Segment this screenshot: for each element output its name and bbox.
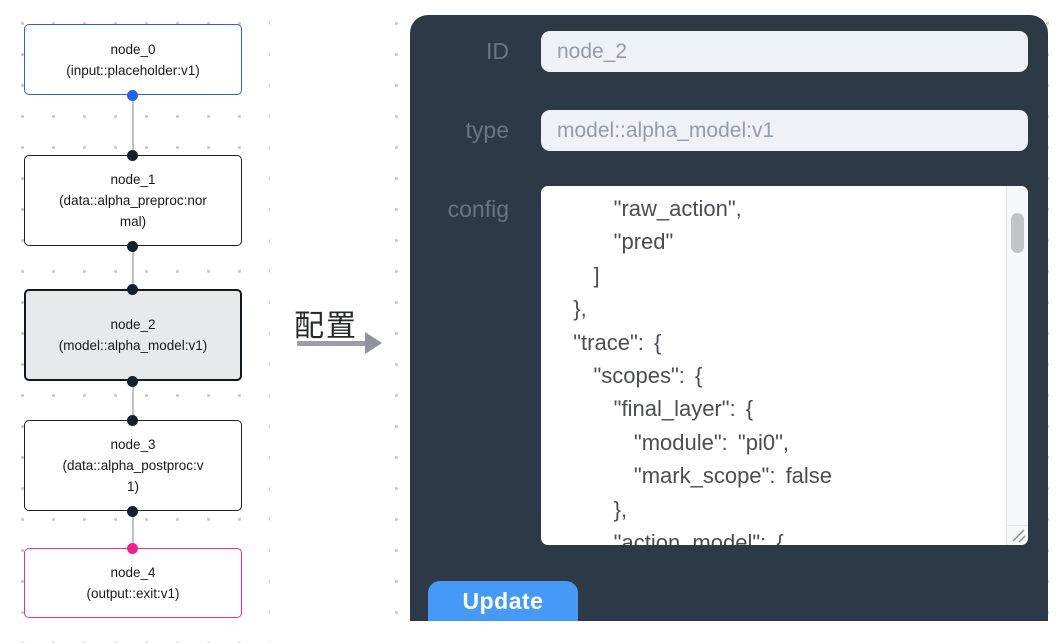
edge-node1-node2 — [132, 246, 134, 289]
type-input[interactable] — [541, 110, 1028, 151]
type-field-label: type — [465, 117, 509, 143]
node-config-panel: ID type config "raw_action", "pred" ] },… — [410, 15, 1048, 621]
node-node_2-selected[interactable]: node_2(model::alpha_model:v1) — [24, 289, 242, 381]
edge-node3-node4 — [132, 511, 134, 548]
config-field-label: config — [447, 196, 509, 222]
id-input[interactable] — [541, 31, 1028, 72]
edge-node2-node3 — [132, 381, 134, 420]
handle-node0-source[interactable] — [127, 90, 138, 101]
node-label: node_4(output::exit:v1) — [86, 565, 180, 601]
handle-node3-source[interactable] — [127, 506, 138, 517]
config-textarea[interactable]: "raw_action", "pred" ] }, "trace": { "sc… — [541, 186, 1028, 545]
node-label: node_1(data::alpha_preproc:normal) — [59, 172, 207, 229]
handle-node3-target[interactable] — [127, 415, 138, 426]
node-node_1[interactable]: node_1(data::alpha_preproc:normal) — [24, 155, 242, 246]
node-label: node_0(input::placeholder:v1) — [66, 41, 200, 78]
node-node_0[interactable]: node_0(input::placeholder:v1) — [24, 24, 242, 95]
arrow-right-icon — [297, 332, 385, 354]
id-field-label: ID — [486, 38, 509, 64]
handle-node2-source[interactable] — [127, 376, 138, 387]
node-node_3[interactable]: node_3(data::alpha_postproc:v1) — [24, 420, 242, 511]
handle-node1-source[interactable] — [127, 241, 138, 252]
resize-handle-icon[interactable] — [1007, 525, 1028, 545]
handle-node1-target[interactable] — [127, 150, 138, 161]
handle-node2-target[interactable] — [127, 284, 138, 295]
config-scrollbar-thumb[interactable] — [1011, 213, 1024, 253]
node-label: node_2(model::alpha_model:v1) — [58, 317, 208, 353]
config-json-text: "raw_action", "pred" ] }, "trace": { "sc… — [573, 196, 833, 545]
node-label: node_3(data::alpha_postproc:v1) — [62, 437, 204, 494]
node-node_4[interactable]: node_4(output::exit:v1) — [24, 548, 242, 618]
config-scrollbar[interactable] — [1006, 186, 1028, 545]
configure-label: 配置 — [294, 310, 358, 343]
edge-node0-node1 — [132, 95, 134, 155]
handle-node4-target[interactable] — [127, 543, 138, 554]
update-button[interactable]: Update — [428, 581, 578, 621]
